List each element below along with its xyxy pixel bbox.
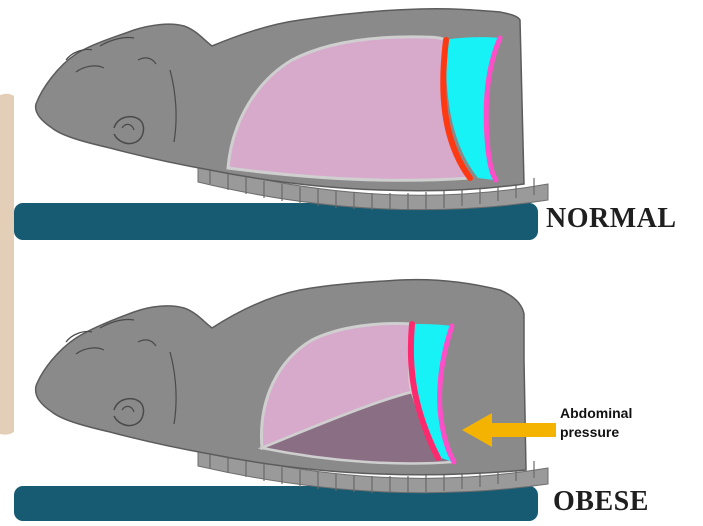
normal-panel [14,9,548,240]
normal-label: NORMAL [546,203,677,235]
abdominal-pressure-label-line2: pressure [560,423,680,442]
abdominal-pressure-label-line1: Abdominal [560,404,680,423]
abdominal-pressure-label: Abdominal pressure [560,404,680,442]
obese-panel [14,280,556,521]
obese-label: OBESE [553,486,649,518]
background-edge [0,94,14,435]
